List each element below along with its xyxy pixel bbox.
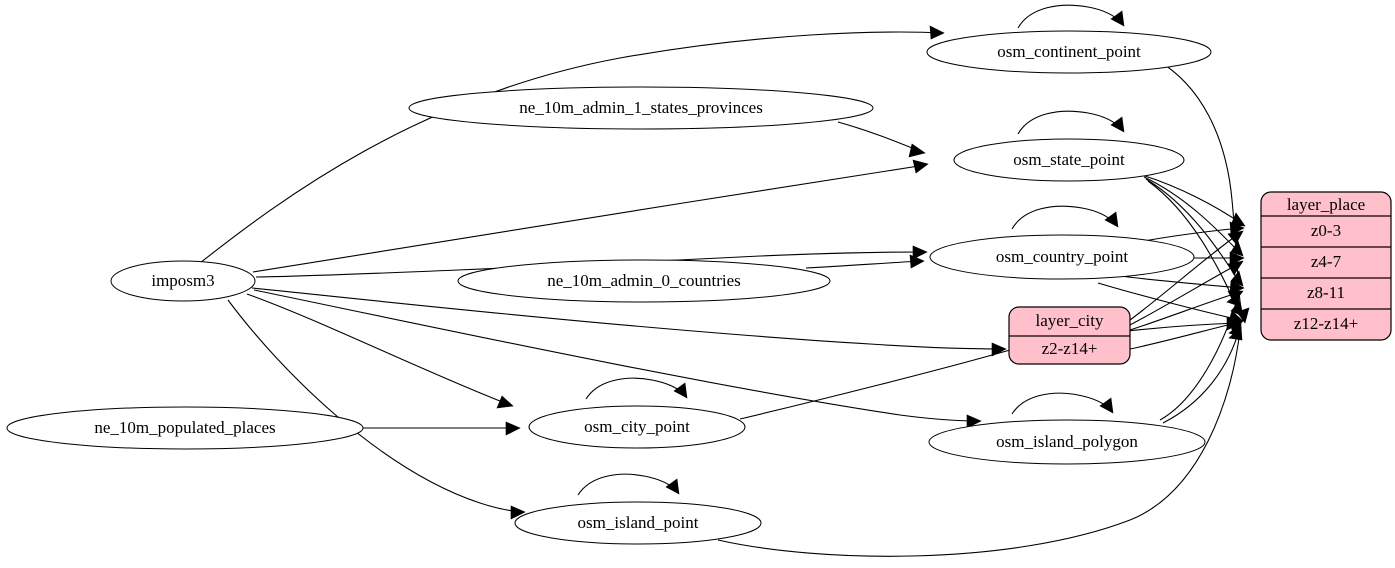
selfloop-osm_island_point [577,473,678,496]
arrowhead-icon [1227,230,1244,245]
node-osm_city_point-label: osm_city_point [584,417,690,436]
edge-imposm3-to-osm_city_point [246,293,511,406]
edge-imposm3-to-osm_island_polygon [253,289,979,422]
selfloop-osm_continent_point [1017,4,1123,29]
record-layer_place-row-z8-11[interactable]: z8-11 [1307,283,1345,302]
node-osm_city_point[interactable]: osm_city_point [528,405,746,449]
arrowhead-icon [966,414,982,429]
selfloop-osm_country_point [1011,205,1117,230]
arrowhead-icon [1229,221,1245,236]
node-osm_island_polygon[interactable]: osm_island_polygon [928,419,1206,465]
arrowhead-icon [505,421,521,436]
record-layer_city-row-z2-z14[interactable]: z2-z14+ [1042,339,1098,358]
record-layer_city[interactable]: layer_city z2-z14+ [1008,306,1131,365]
edge-imposm3-to-osm_state_point [252,164,926,273]
arrowhead-icon [912,245,928,260]
node-ne_10m_admin_1_states_provinces-label: ne_10m_admin_1_states_provinces [519,98,763,117]
node-osm_country_point[interactable]: osm_country_point [929,234,1195,280]
selfloop-osm_city_point [585,377,686,400]
edge-imposm3-to-osm_continent_point [199,31,945,264]
edge-osm_country_point-to-layer_place-z8 [1119,275,1242,289]
edge-ne_admin_1-to-osm_state_point [837,121,923,153]
edge-layer_city-to-layer_place-z4 [1129,262,1241,326]
node-osm_state_point-label: osm_state_point [1013,150,1125,169]
arrowhead-icon [510,505,526,520]
node-osm_island_point-label: osm_island_point [578,513,699,532]
node-ne_10m_populated_places[interactable]: ne_10m_populated_places [6,406,364,450]
arrowhead-icon [1099,397,1114,414]
selfloop-osm_island_polygon [1011,392,1112,415]
node-osm_country_point-label: osm_country_point [996,247,1128,266]
arrowhead-icon [496,395,514,409]
node-layer: imposm3 ne_10m_admin_1_states_provinces … [6,30,1212,545]
arrowhead-icon [1226,316,1242,331]
node-osm_island_point[interactable]: osm_island_point [514,501,762,545]
record-layer_place-title: layer_place [1287,195,1365,214]
arrowhead-icon [908,143,926,158]
selfloop-osm_state_point [1017,110,1123,135]
arrowhead-icon [991,342,1007,357]
record-layer_place-row-z4-7[interactable]: z4-7 [1311,252,1342,271]
node-ne_10m_populated_places-label: ne_10m_populated_places [94,418,275,437]
node-ne_10m_admin_1_states_provinces[interactable]: ne_10m_admin_1_states_provinces [408,86,874,130]
record-layer_place-row-z12-z14[interactable]: z12-z14+ [1294,314,1358,333]
arrowhead-icon [673,382,688,399]
record-layer_place-row-z0-3[interactable]: z0-3 [1311,221,1341,240]
node-osm_continent_point-label: osm_continent_point [997,42,1141,61]
edge-osm_island_polygon-to-layer_place-z12 [1162,326,1241,424]
record-layer: layer_city z2-z14+ layer_place z0-3 z4-7… [1008,191,1392,365]
arrowhead-icon [1104,211,1119,228]
edge-imposm3-to-osm_island_point [227,299,523,513]
arrowhead-icon [912,159,929,174]
arrowhead-icon [1110,116,1125,133]
edge-osm_island_point-to-layer_place-z12 [717,329,1241,557]
node-imposm3-label: imposm3 [151,271,214,290]
arrowhead-icon [1230,240,1244,257]
arrowhead-icon [1229,251,1245,266]
node-ne_10m_admin_0_countries[interactable]: ne_10m_admin_0_countries [457,259,831,303]
edge-osm_state_point-to-layer_place-z0 [1141,174,1243,225]
edge-osm_island_polygon-to-layer_place-z8 [1159,295,1239,421]
edge-osm_city_point-to-layer_place-z12 [739,322,1239,420]
edge-ne_admin_0-to-osm_country_point [805,260,922,269]
node-osm_state_point[interactable]: osm_state_point [953,138,1185,182]
arrowhead-icon [1226,292,1240,307]
record-layer_place[interactable]: layer_place z0-3 z4-7 z8-11 z12-z14+ [1260,191,1392,341]
arrowhead-icon [909,254,925,269]
edge-imposm3-to-layer_city [251,287,1004,350]
node-imposm3[interactable]: imposm3 [110,260,256,302]
edge-osm_state_point-to-layer_place-z4 [1143,176,1241,254]
node-ne_10m_admin_0_countries-label: ne_10m_admin_0_countries [547,271,741,290]
edge-layer_city-to-layer_place-z0 [1129,232,1241,321]
arrowhead-icon [1227,260,1244,276]
arrowhead-icon [1230,270,1244,287]
edge-layer_city-to-layer_place-z8 [1129,291,1241,331]
node-osm_continent_point[interactable]: osm_continent_point [926,30,1212,74]
record-layer_city-title: layer_city [1036,311,1104,330]
arrowhead-icon [665,478,680,495]
arrowhead-icon [1110,10,1125,27]
arrowhead-icon [929,25,945,40]
arrowhead-icon [1228,326,1243,341]
node-osm_island_polygon-label: osm_island_polygon [996,432,1138,451]
